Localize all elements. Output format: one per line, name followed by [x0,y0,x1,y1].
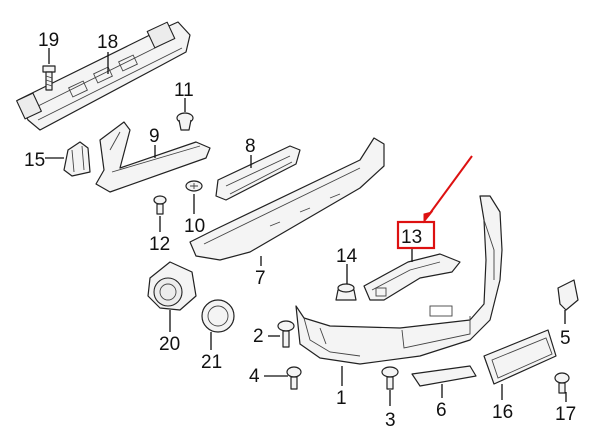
label-3: 3 [385,410,396,431]
part-13-bracket [363,253,461,301]
label-14: 14 [336,246,358,267]
part-5-clip [557,279,579,311]
part-6-reflector [411,365,477,387]
label-6: 6 [436,400,447,421]
part-10-screw [185,180,203,192]
callout-labels: 19 18 11 9 15 8 10 12 7 13 14 5 2 4 1 3 … [24,30,576,431]
part-1-bumper-cover [295,195,503,365]
part-4-clip [286,366,302,390]
part-3-screw [381,366,399,390]
highlight-arrowhead [423,211,434,224]
part-18-reinforcement-beam [16,21,191,131]
label-12: 12 [149,234,170,255]
part-2-clip [277,320,295,348]
highlight-box [396,220,436,250]
label-19: 19 [38,30,59,51]
part-14-clip [335,283,357,301]
label-15: 15 [24,150,45,171]
part-20-parking-sensor [147,261,197,311]
label-20: 20 [159,334,180,355]
label-8: 8 [245,136,256,157]
part-7-valance [189,137,385,261]
label-5: 5 [560,328,571,349]
leader-lines [45,48,567,406]
label-7: 7 [255,268,266,289]
part-11-clip [176,112,194,131]
part-8-bracket [215,145,301,201]
label-2: 2 [253,326,264,347]
part-12-screw [153,195,167,215]
label-1: 1 [336,388,347,409]
label-4: 4 [249,366,260,387]
part-21-sensor-holder [201,299,235,333]
part-15-bracket [63,141,91,177]
label-11: 11 [174,80,194,101]
highlight-arrow [427,155,473,217]
part-19-bolt [42,65,56,91]
part-17-screw [554,372,570,394]
label-10: 10 [184,216,205,237]
label-18: 18 [97,32,118,53]
part-16-plate-bracket [483,329,557,385]
label-13: 13 [401,227,422,248]
label-16: 16 [492,402,513,423]
highlight-marker [396,155,473,250]
label-17: 17 [555,404,576,425]
label-21: 21 [201,352,222,373]
label-9: 9 [149,126,160,147]
part-9-bracket [95,121,211,193]
